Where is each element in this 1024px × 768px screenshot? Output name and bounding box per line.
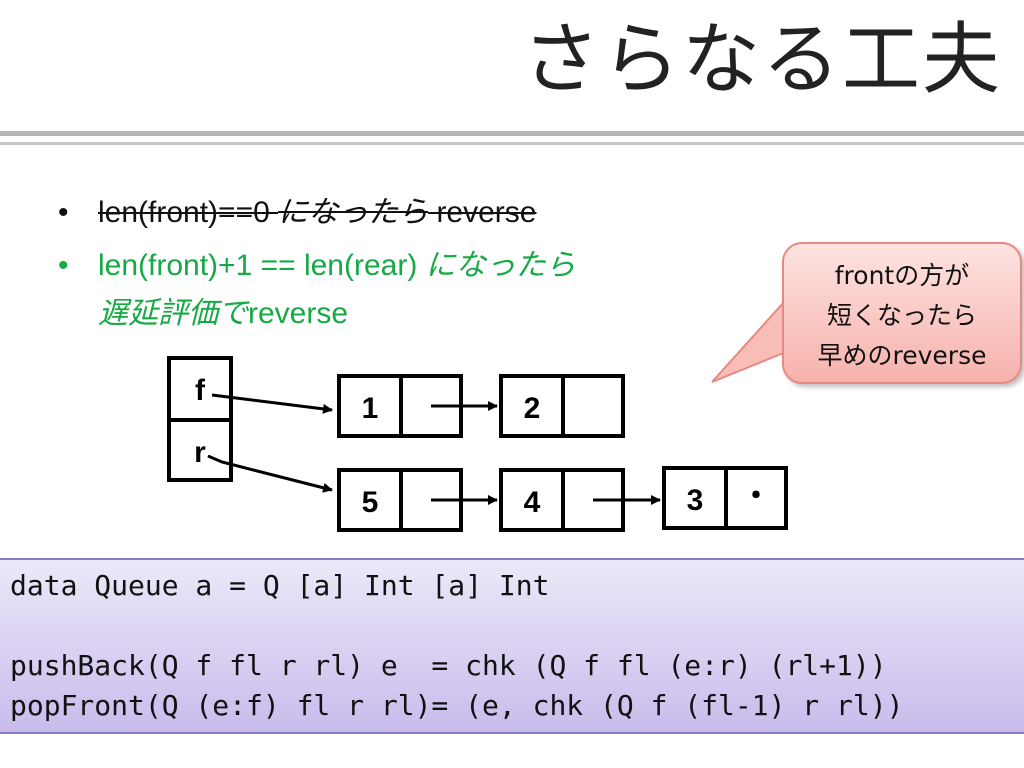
arrow-f-to-1: [211, 393, 333, 414]
bullet-active-text-a: len(front)+1 == len(rear): [98, 249, 426, 282]
code-line-3: pushBack(Q f fl r rl) e = chk (Q f fl (e…: [10, 649, 887, 682]
arrow-r-to-5: [207, 454, 333, 493]
bullet-marker: •: [58, 196, 69, 229]
callout-line-1: frontの方が: [834, 261, 970, 290]
code-block: data Queue a = Q [a] Int [a] Int pushBac…: [0, 558, 1024, 734]
pointer-box-r: [167, 418, 233, 482]
node-label-3: 3: [687, 484, 704, 517]
node-label-1: 1: [362, 392, 379, 425]
bullet-struck: • len(front)==0 になったら reverse: [58, 188, 778, 238]
slide-title: さらなる工夫: [521, 15, 1002, 105]
bullet-struck-text-a: len(front)==0: [98, 196, 279, 229]
terminal-marker: ・: [741, 480, 771, 513]
code-line-2: [10, 606, 1024, 646]
node-label-2: 2: [524, 392, 541, 425]
pointer-label-f: f: [195, 374, 206, 407]
callout-line-2: 短くなったら: [826, 301, 977, 330]
bullet-active-text-jp2: 遅延評価で: [98, 296, 248, 331]
node-5-value: [337, 468, 403, 532]
pointer-label-r: r: [194, 436, 206, 469]
node-2-next: [561, 374, 625, 438]
bullet-struck-text-jp: になったら: [278, 195, 429, 230]
bullet-struck-text-b: reverse: [428, 196, 537, 229]
title-divider-thin: [0, 142, 1024, 145]
node-label-4: 4: [524, 486, 541, 519]
bullet-active-text-b: reverse: [248, 297, 349, 330]
callout-line-3: 早めのreverse: [817, 341, 987, 370]
node-2-value: [499, 374, 565, 438]
code-line-4: popFront(Q (e:f) fl r rl)= (e, chk (Q f …: [10, 689, 904, 722]
bullet-active: • len(front)+1 == len(rear) になったら 遅延評価でre…: [58, 242, 778, 338]
callout-bubble: frontの方が 短くなったら 早めのreverse: [782, 242, 1022, 384]
title-divider: [0, 131, 1024, 136]
code-line-1: data Queue a = Q [a] Int [a] Int: [10, 569, 550, 602]
linked-list-diagram: f r 1 2 5 4 3 ・: [167, 356, 788, 532]
node-label-5: 5: [362, 486, 379, 519]
bullet-list: • len(front)==0 になったら reverse • len(front)…: [58, 188, 778, 338]
bullet-active-text-jp: になったら: [425, 248, 576, 283]
node-3-next: [724, 466, 788, 530]
bullet-marker: •: [58, 249, 69, 282]
node-1-value: [337, 374, 403, 438]
